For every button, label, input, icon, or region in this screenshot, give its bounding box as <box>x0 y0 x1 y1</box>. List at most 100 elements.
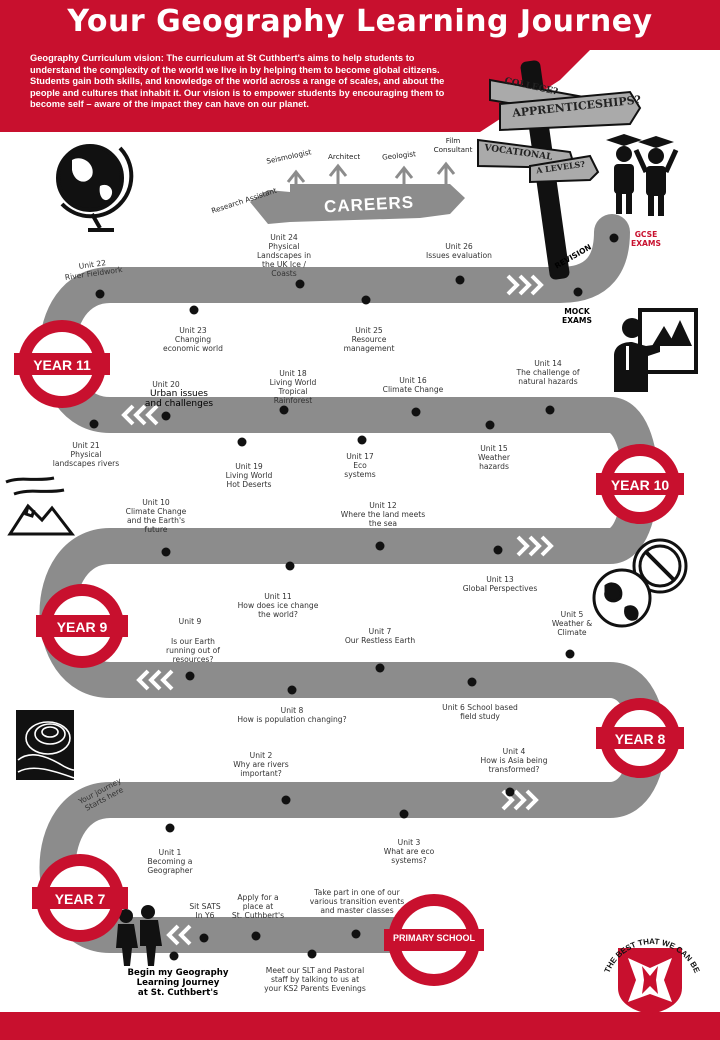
career-architect: Architect <box>328 152 361 161</box>
pin-unit-13 <box>493 545 503 555</box>
pin-apply <box>251 931 261 941</box>
begin-journey-label: Begin my Geography Learning Journey at S… <box>127 968 229 998</box>
pin-unit-6 <box>467 677 477 687</box>
unit-12-label: Unit 12 Where the land meets the sea <box>340 501 426 528</box>
transition-label: Take part in one of our various transiti… <box>309 888 405 915</box>
unit-19-label: Unit 19 Living World Hot Deserts <box>225 462 273 489</box>
pin-begin-journey <box>169 951 179 961</box>
unit-16-label: Unit 16 Climate Change <box>382 376 444 394</box>
career-film-consultant: Film Consultant <box>433 136 473 154</box>
unit-14-label: Unit 14 The challenge of natural hazards <box>516 359 580 386</box>
pin-unit-4 <box>505 787 515 797</box>
pin-unit-11 <box>285 561 295 571</box>
pin-unit-7 <box>375 663 385 673</box>
unit-10-label: Unit 10 Climate Change and the Earth's f… <box>125 498 187 534</box>
pin-unit-22 <box>95 289 105 299</box>
unit-6-label: Unit 6 School based field study <box>442 703 518 721</box>
pin-unit-15 <box>485 420 495 430</box>
year-8-roundel <box>596 698 684 778</box>
unit-20-title: Urban issues and challenges <box>144 389 214 409</box>
unit-5-label: Unit 5 Weather & Climate <box>551 610 593 637</box>
chevrons-row2 <box>121 404 159 426</box>
pin-unit-17 <box>357 435 367 445</box>
footer-bar <box>0 1012 720 1040</box>
unit-13-label: Unit 13 Global Perspectives <box>462 575 538 593</box>
unit-2-label: Unit 2 Why are rivers important? <box>233 751 289 778</box>
pin-unit-18 <box>279 405 289 415</box>
year-11-roundel <box>14 320 110 408</box>
pin-unit-19 <box>237 437 247 447</box>
mountains-icon <box>5 476 76 536</box>
sats-label: Sit SATS In Y6 <box>189 902 221 920</box>
unit-11-label: Unit 11 How does ice change the world? <box>237 592 319 619</box>
pin-meet-staff <box>307 949 317 959</box>
primary-school-label: PRIMARY SCHOOL <box>392 933 475 943</box>
pin-gcse-exams <box>609 233 619 243</box>
pin-unit-16 <box>411 407 421 417</box>
unit-20-label: Unit 20 <box>152 380 180 389</box>
page-title: Your Geography Learning Journey <box>67 4 653 39</box>
signpost-icon <box>477 60 642 280</box>
pin-unit-24 <box>295 279 305 289</box>
pin-mock-exams <box>573 287 583 297</box>
pin-unit-2 <box>281 795 291 805</box>
pin-unit-12 <box>375 541 385 551</box>
pin-unit-26 <box>455 275 465 285</box>
chevrons-row3 <box>516 535 554 557</box>
pin-unit-5 <box>565 649 575 659</box>
unit-9-label: Unit 9 <box>178 617 202 626</box>
chevrons-row6 <box>166 924 192 946</box>
pin-sats <box>199 933 209 943</box>
pin-unit-9 <box>185 671 195 681</box>
pin-unit-10 <box>161 547 171 557</box>
pin-unit-3 <box>399 809 409 819</box>
year-7-roundel <box>32 854 128 942</box>
gcse-exams-label: GCSE EXAMS <box>631 230 661 248</box>
pin-unit-21 <box>89 419 99 429</box>
unit-24-label: Unit 24 Physical Landscapes in the UK Ic… <box>256 233 312 278</box>
unit-23-label: Unit 23 Changing economic world <box>163 326 223 353</box>
curriculum-vision: Geography Curriculum vision: The curricu… <box>30 53 445 110</box>
graduates-icon <box>606 134 679 216</box>
topo-map-icon <box>16 710 75 780</box>
year-10-label: YEAR 10 <box>610 477 670 493</box>
year-9-label: YEAR 9 <box>56 619 108 635</box>
header-banner <box>0 0 720 132</box>
unit-4-label: Unit 4 How is Asia being transformed? <box>480 747 548 774</box>
pin-unit-25 <box>361 295 371 305</box>
unit-18-label: Unit 18 Living World Tropical Rainforest <box>269 369 317 405</box>
unit-17-label: Unit 17 Eco systems <box>344 452 376 479</box>
globe-icon <box>56 144 134 232</box>
year-9-roundel <box>36 584 128 668</box>
unit-26-label: Unit 26 Issues evaluation <box>426 242 492 260</box>
pin-unit-8 <box>287 685 297 695</box>
unit-15-label: Unit 15 Weather hazards <box>478 444 510 471</box>
unit-3-label: Unit 3 What are eco systems? <box>383 838 435 865</box>
year-7-label: YEAR 7 <box>54 891 106 907</box>
compass-globe-icon <box>592 538 688 628</box>
unit-8-label: Unit 8 How is population changing? <box>237 706 347 724</box>
unit-21-label: Unit 21 Physical landscapes rivers <box>52 441 120 468</box>
teacher-board-icon <box>614 308 698 392</box>
road <box>39 214 666 953</box>
unit-7-label: Unit 7 Our Restless Earth <box>344 627 416 645</box>
chevrons-row4 <box>136 669 174 691</box>
unit-25-label: Unit 25 Resource management <box>343 326 395 353</box>
unit-1-label: Unit 1 Becoming a Geographer <box>147 848 193 875</box>
pin-transition <box>351 929 361 939</box>
pin-unit-14 <box>545 405 555 415</box>
crest-icon <box>618 948 682 1014</box>
careers-banner <box>250 184 465 224</box>
pupils-icon <box>116 905 162 966</box>
unit-9-title: Is our Earth running out of resources? <box>166 637 220 664</box>
career-arrows <box>286 161 456 196</box>
year-10-roundel <box>596 444 684 524</box>
pin-unit-20 <box>161 411 171 421</box>
year-11-label: YEAR 11 <box>33 357 91 373</box>
primary-school-roundel <box>384 894 484 986</box>
apply-label: Apply for a place at St. Cuthbert's <box>231 893 285 920</box>
chevrons-row1 <box>506 274 544 296</box>
year-8-label: YEAR 8 <box>614 731 666 747</box>
